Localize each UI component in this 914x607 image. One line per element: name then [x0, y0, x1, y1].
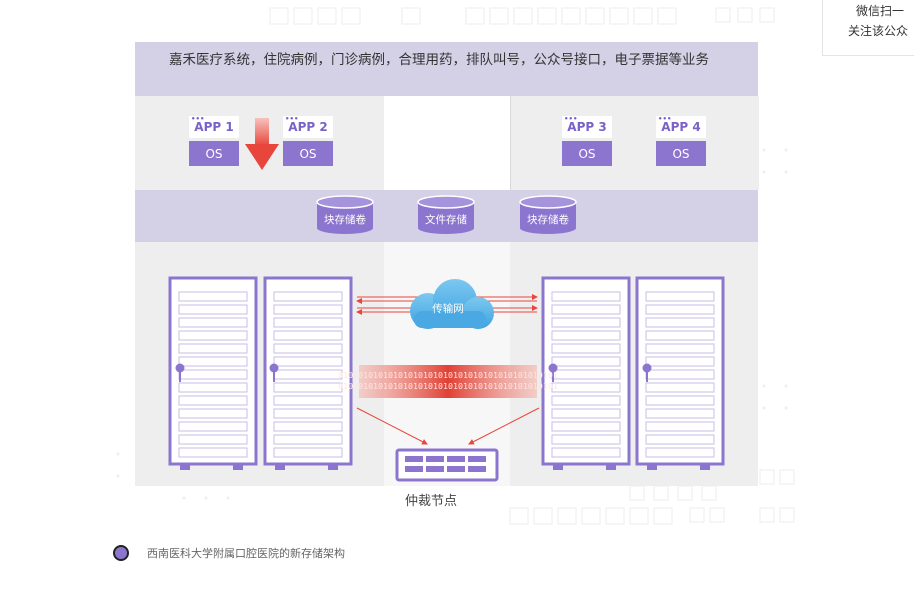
network-label: 传输网: [432, 302, 464, 315]
binary-stream-text: 0101010101010101010101010101010101010101…: [338, 370, 558, 380]
server-rack-icon: [168, 276, 258, 470]
os-label: OS: [656, 141, 706, 166]
dots-icon: •••: [285, 115, 299, 123]
storage-architecture-diagram: 嘉禾医疗系统，住院病例，门诊病例，合理用药，排队叫号，公众号接口，电子票据等业务…: [135, 42, 759, 509]
storage-volume-label: 块存储卷: [527, 213, 569, 226]
data-replication-stream: 0101010101010101010101010101010101010101…: [338, 365, 558, 398]
bullet-icon: [113, 545, 129, 561]
storage-volume-label: 文件存储: [425, 213, 467, 226]
wechat-scan-text: 微信扫一: [856, 4, 905, 18]
wechat-follow-box[interactable]: 微信扫一 关注该公众: [822, 0, 914, 56]
storage-volume-label: 块存储卷: [324, 213, 366, 226]
server-rack-icon: [263, 276, 353, 470]
cloud-icon: 传输网: [410, 279, 494, 329]
dots-icon: •••: [191, 115, 205, 123]
storage-volumes-band: 块存储卷 文件存储 块存储卷: [135, 190, 758, 242]
datacenter-diagram-overlay: 传输网 010101010101010101010101010101010101…: [168, 276, 725, 482]
dots-icon: •••: [564, 115, 578, 123]
binary-stream-text: 0101010101010101010101010101010101010101…: [338, 381, 558, 391]
app-label: •••APP 4: [656, 116, 706, 138]
arbitration-node-label: 仲裁节点: [405, 494, 458, 509]
os-label: OS: [189, 141, 239, 166]
server-rack-icon: [635, 276, 725, 470]
storage-cylinder-icon: 块存储卷: [316, 195, 374, 234]
os-label: OS: [562, 141, 612, 166]
dots-icon: •••: [658, 115, 672, 123]
image-caption: 西南医科大学附属口腔医院的新存储架构: [147, 547, 345, 560]
app-label: •••APP 3: [562, 116, 612, 138]
arbitration-device-icon: [395, 448, 499, 482]
os-label: OS: [283, 141, 333, 166]
middle-panel: [384, 96, 510, 190]
background-pattern: [116, 7, 795, 525]
server-rack-icon: [541, 276, 631, 470]
down-arrow-icon: [245, 118, 279, 170]
app-label: •••APP 2: [283, 116, 333, 138]
app-label: •••APP 1: [189, 116, 239, 138]
storage-cylinder-icon: 文件存储: [417, 195, 475, 234]
storage-cylinder-icon: 块存储卷: [519, 195, 577, 234]
left-app-panel: •••APP 1 OS •••APP 2 OS: [135, 96, 384, 190]
wechat-follow-text: 关注该公众: [848, 24, 909, 38]
right-app-panel: •••APP 3 OS •••APP 4 OS: [510, 96, 759, 190]
business-systems-text: 嘉禾医疗系统，住院病例，门诊病例，合理用药，排队叫号，公众号接口，电子票据等业务: [169, 52, 709, 68]
